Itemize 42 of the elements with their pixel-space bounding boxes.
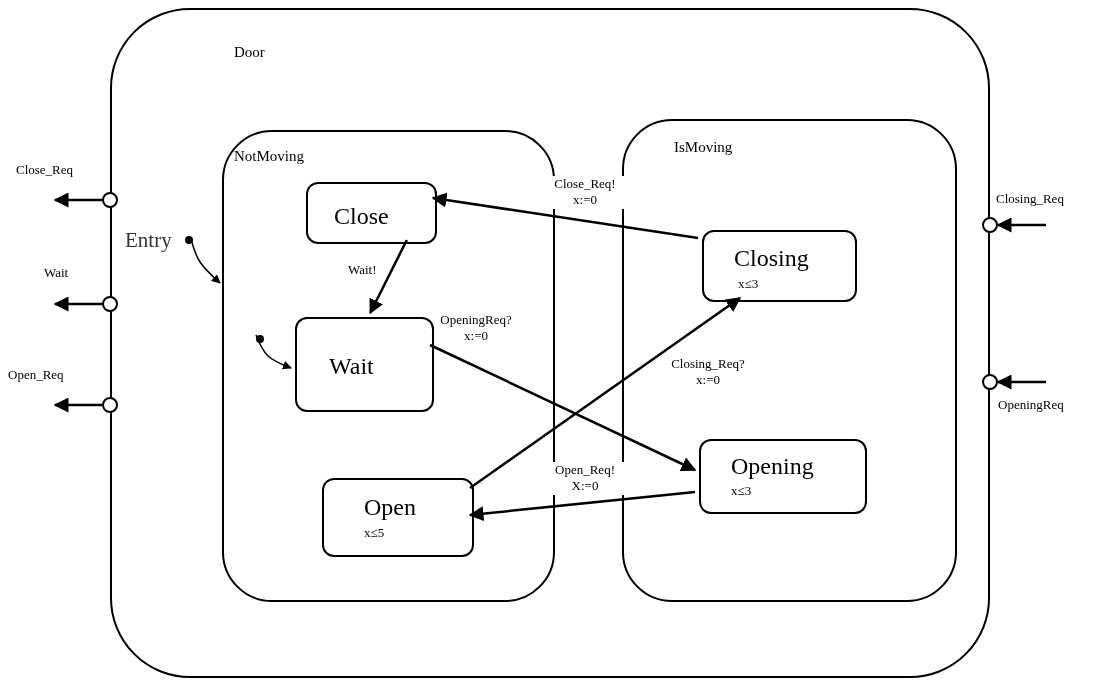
port-arrow (53, 397, 102, 413)
port-circle (982, 217, 998, 233)
state-name: IsMoving (674, 139, 733, 156)
initial-dot (256, 335, 264, 343)
state-name: Open (364, 494, 416, 521)
port-circle (102, 296, 118, 312)
port-circle (982, 374, 998, 390)
composite-state (622, 119, 957, 602)
state-name: Wait (329, 353, 374, 380)
clock-invariant: x≤3 (738, 277, 759, 292)
state-name: Opening (731, 453, 814, 480)
clock-invariant: x≤5 (364, 526, 385, 541)
port-arrow (996, 217, 1046, 233)
composite-state (222, 130, 555, 602)
transition-arrow (431, 192, 699, 240)
port-circle (102, 192, 118, 208)
port-label: Closing_Req (996, 192, 1064, 207)
state-name: NotMoving (234, 148, 304, 165)
state-name: Door (234, 44, 265, 61)
composite-state (110, 8, 990, 678)
port-arrow (53, 296, 102, 312)
clock-invariant: x≤3 (731, 484, 752, 499)
port-label: OpeningReq (998, 398, 1064, 413)
port-circle (102, 397, 118, 413)
entry-label: Entry (125, 229, 172, 253)
port-arrow (996, 374, 1046, 390)
state-box (702, 230, 857, 302)
transition-arrow (469, 296, 742, 490)
state-box (699, 439, 867, 514)
state-box (306, 182, 437, 244)
transition-arrow (369, 239, 408, 315)
transition-arrow (429, 343, 697, 472)
port-label: Close_Req (16, 163, 74, 178)
port-arrow (53, 192, 102, 208)
transition-arrow (468, 490, 696, 522)
port-label: Open_Req (8, 368, 64, 383)
transition-arrow (255, 334, 292, 370)
state-box (322, 478, 474, 557)
state-name: Close (334, 203, 389, 230)
port-label: Wait (44, 266, 69, 281)
state-box (295, 317, 434, 412)
state-name: Closing (734, 245, 809, 272)
